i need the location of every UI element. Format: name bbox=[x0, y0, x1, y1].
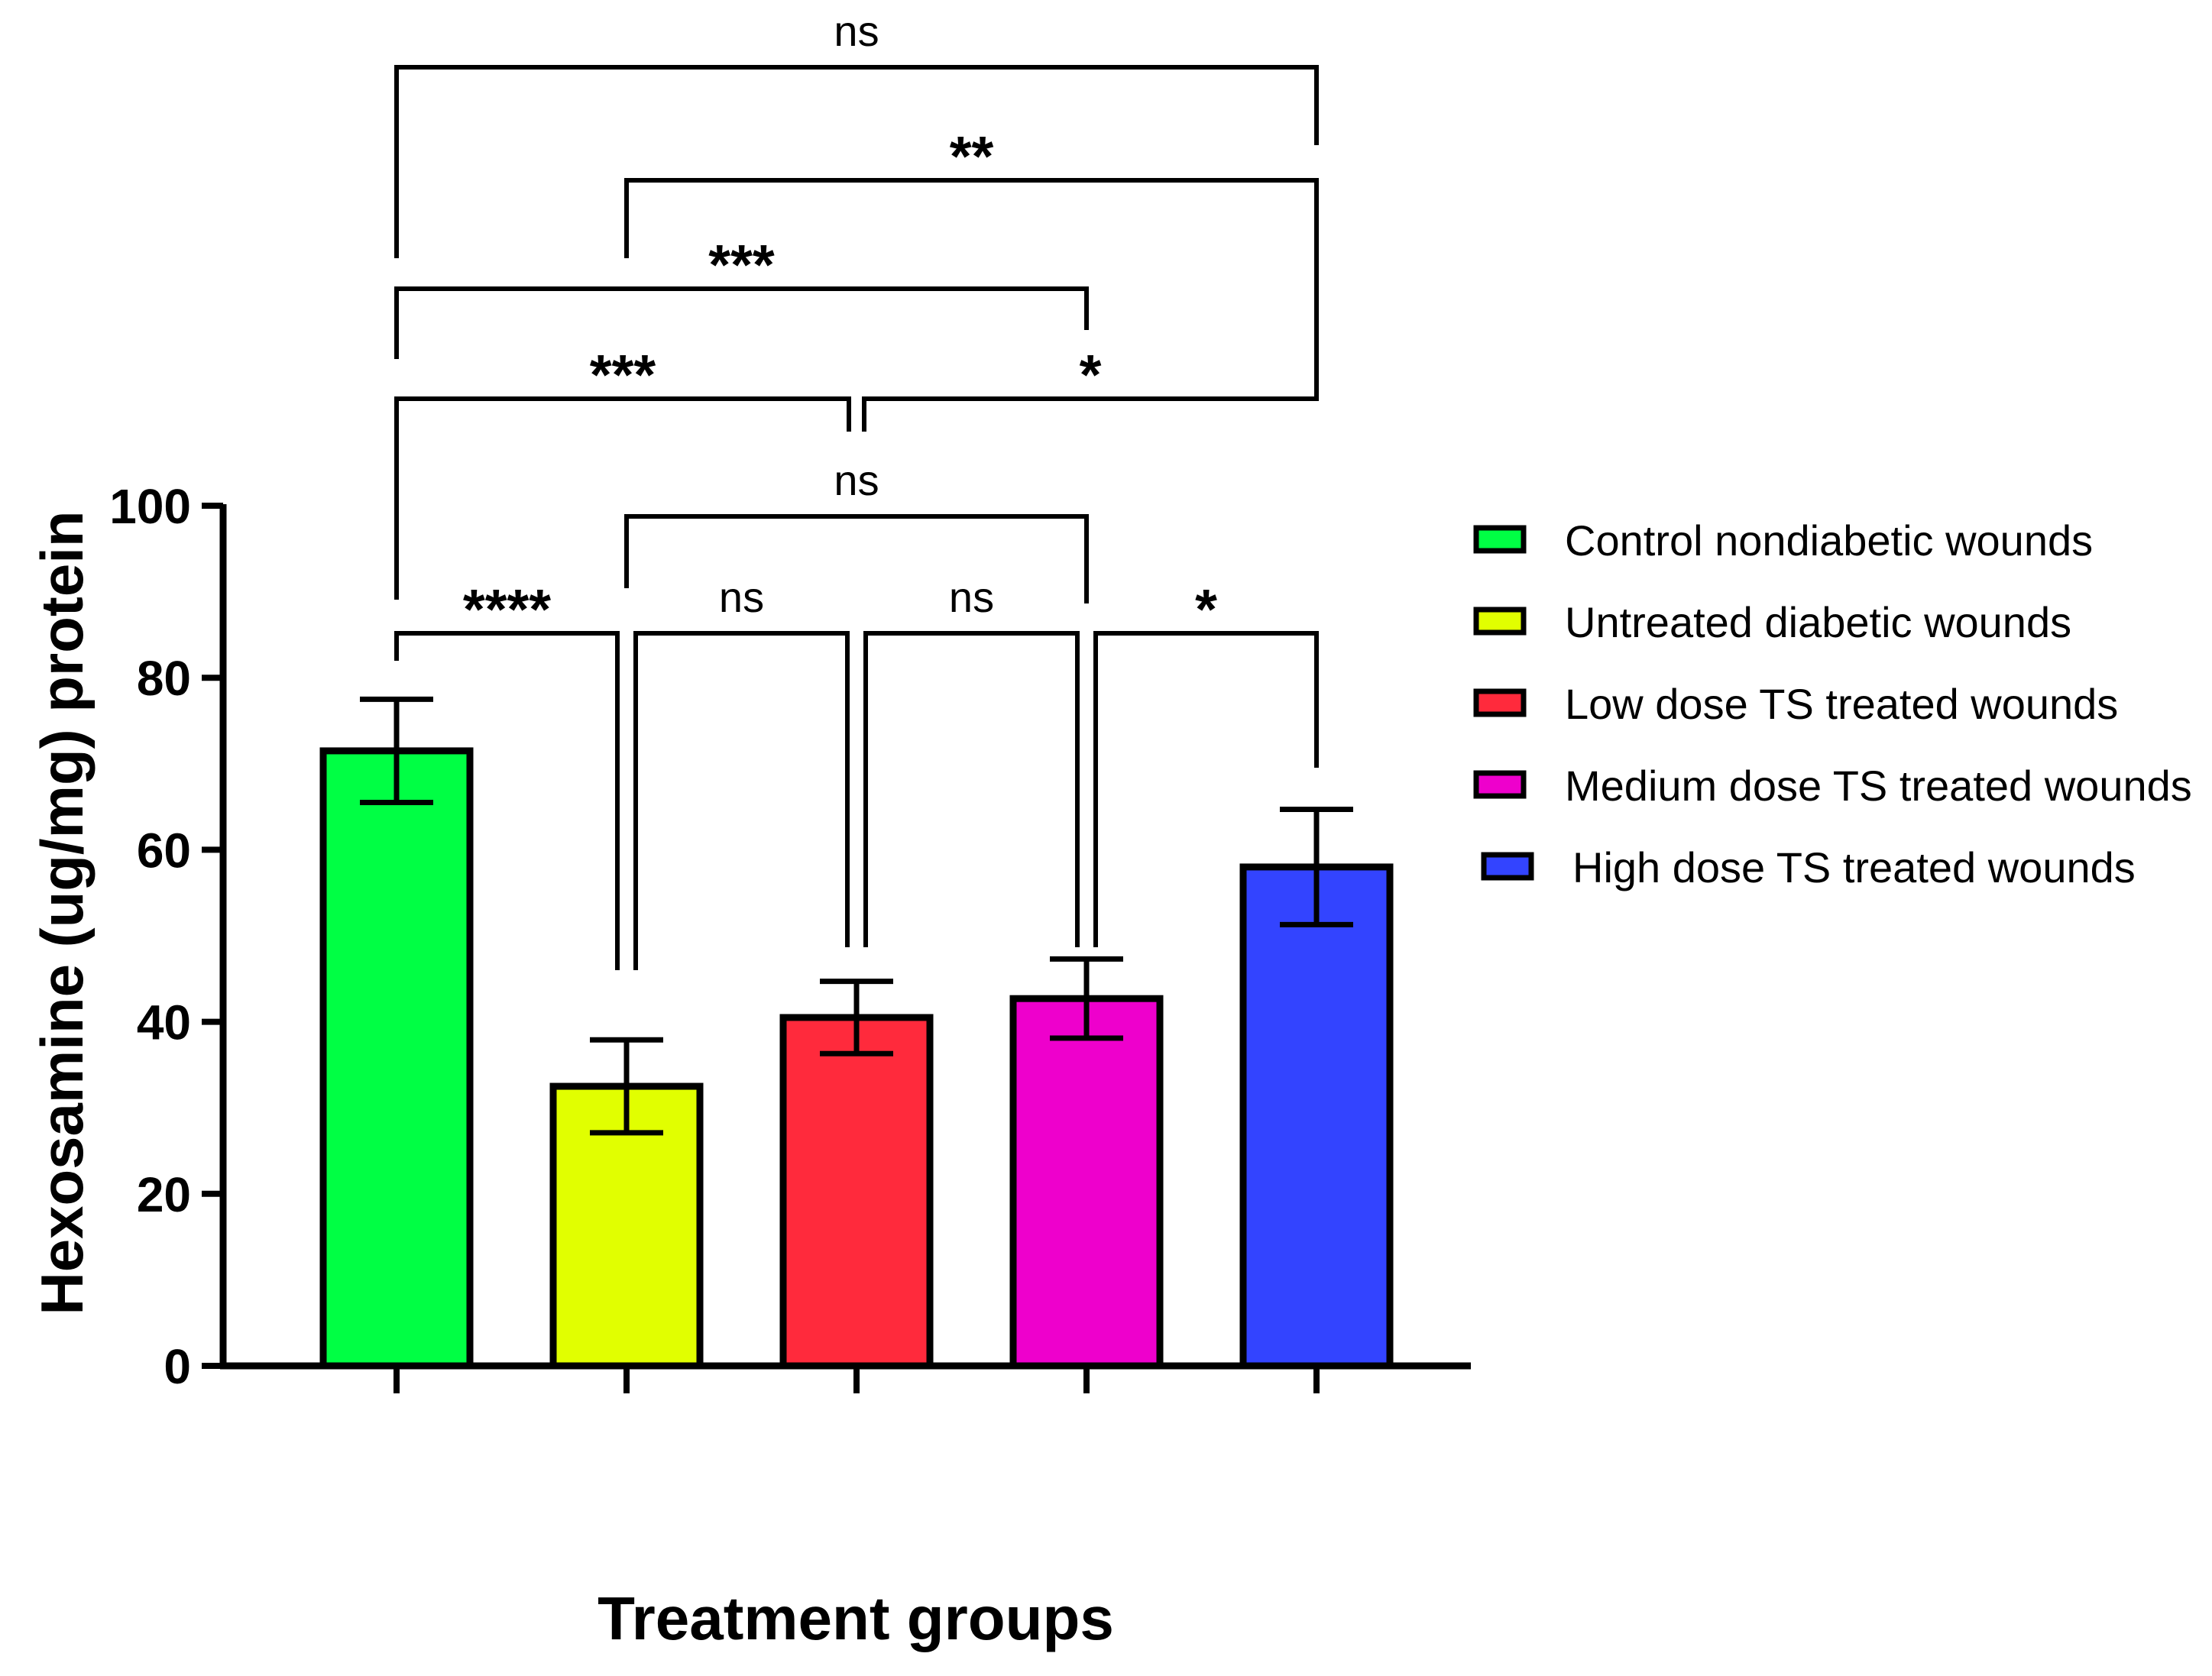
significance-bracket bbox=[624, 514, 1089, 603]
significance-bracket bbox=[394, 65, 1319, 258]
bar bbox=[779, 1014, 934, 1370]
significance-label: ns bbox=[834, 456, 879, 504]
significance-bracket bbox=[1093, 631, 1319, 947]
significance-label: ** bbox=[950, 125, 994, 188]
significance-label: * bbox=[1080, 343, 1102, 406]
legend-label: Low dose TS treated wounds bbox=[1565, 680, 2118, 728]
legend-swatch bbox=[1473, 770, 1527, 799]
legend-swatch bbox=[1481, 852, 1534, 881]
y-tick-label: 0 bbox=[164, 1339, 191, 1394]
legend-label: Untreated diabetic wounds bbox=[1565, 598, 2071, 646]
legend-label: Medium dose TS treated wounds bbox=[1565, 762, 2192, 810]
significance-label: **** bbox=[463, 578, 551, 641]
significance-bracket bbox=[624, 178, 1319, 365]
significance-bracket bbox=[394, 631, 620, 970]
legend-swatch bbox=[1473, 688, 1527, 717]
significance-bracket bbox=[862, 359, 1319, 432]
bar bbox=[319, 747, 474, 1370]
error-bars bbox=[360, 696, 1353, 1136]
significance-label: *** bbox=[590, 343, 656, 406]
bars bbox=[319, 747, 1394, 1370]
y-tick-label: 20 bbox=[137, 1167, 191, 1222]
y-tick-label: 40 bbox=[137, 995, 191, 1050]
significance-bracket bbox=[863, 631, 1080, 947]
bar bbox=[1009, 995, 1164, 1370]
y-axis-title: Hexosamine (ug/mg) protein bbox=[28, 510, 96, 1315]
significance-label: *** bbox=[708, 233, 775, 296]
legend-swatch bbox=[1473, 607, 1527, 636]
significance-label: * bbox=[1195, 578, 1217, 641]
significance-bracket bbox=[394, 286, 1089, 359]
significance-label: ns bbox=[834, 7, 879, 55]
legend-label: Control nondiabetic wounds bbox=[1565, 516, 2093, 565]
y-tick-label: 80 bbox=[137, 651, 191, 706]
bar bbox=[1239, 863, 1394, 1370]
significance-label: ns bbox=[719, 573, 764, 621]
significance-bracket bbox=[633, 631, 850, 970]
y-tick-label: 100 bbox=[109, 479, 191, 534]
y-tick-label: 60 bbox=[137, 823, 191, 878]
x-axis-title: Treatment groups bbox=[598, 1584, 1114, 1652]
legend-swatch bbox=[1473, 525, 1527, 554]
legend-label: High dose TS treated wounds bbox=[1572, 843, 2136, 891]
significance-label: ns bbox=[949, 573, 994, 621]
significance-bracket bbox=[394, 396, 851, 600]
